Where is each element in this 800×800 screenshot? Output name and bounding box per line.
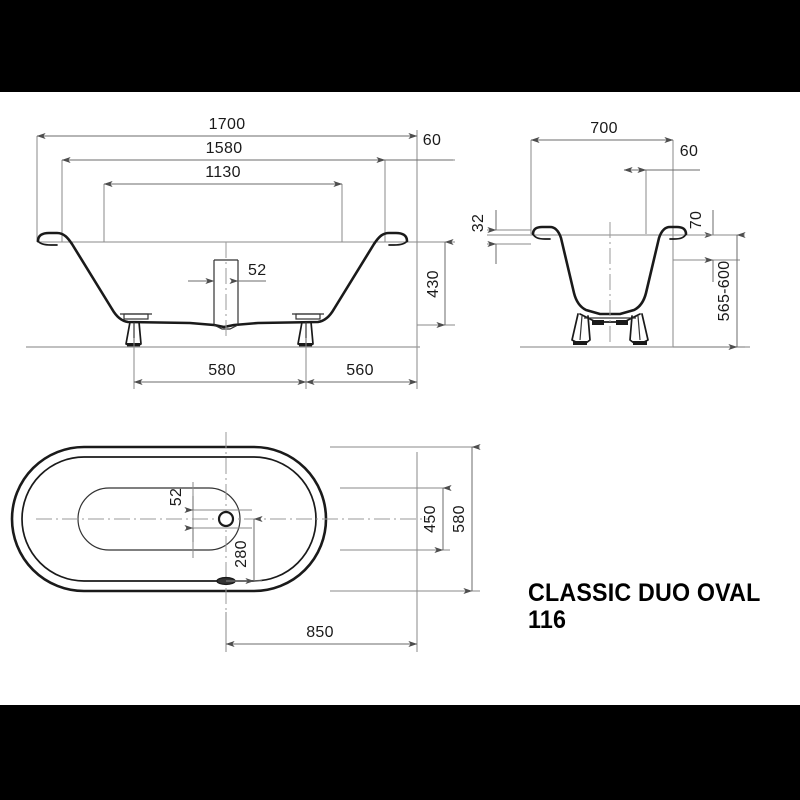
dimension-label-280: 280 [233, 540, 250, 568]
dimension-label-52-plan: 52 [168, 488, 185, 506]
dimension-70: 70 [688, 210, 714, 282]
product-name: CLASSIC DUO OVAL [528, 579, 761, 607]
dimension-32: 32 [470, 210, 497, 264]
dimension-label-450: 450 [422, 505, 439, 533]
dimension-430: 430 [417, 239, 455, 328]
plan-waste-outlet [217, 510, 235, 528]
dimension-label-52-front: 52 [248, 262, 266, 279]
model-number: 116 [528, 606, 567, 635]
dimension-label-700: 700 [590, 120, 618, 137]
plan-basin [77, 487, 241, 551]
plan-extension-lines [225, 446, 480, 652]
dimension-label-70: 70 [688, 211, 705, 229]
plan-outer-rim [10, 445, 328, 593]
dimension-1700: 1700 [36, 116, 418, 139]
title-block: CLASSIC DUO OVAL 116 [528, 579, 794, 635]
dimension-580-plan: 580 [451, 444, 481, 594]
dimension-850: 850 [225, 624, 418, 647]
dimension-450: 450 [422, 485, 452, 553]
side-elevation-view: 700 60 32 70 [470, 120, 750, 350]
front-right-leg [292, 313, 324, 347]
side-extension-lines [487, 140, 745, 347]
dimension-580-560: 580 560 [133, 338, 418, 389]
front-left-leg [120, 313, 152, 347]
dimension-label-1130: 1130 [205, 164, 241, 181]
bottom-black-band [0, 705, 800, 800]
dimension-label-580-plan: 580 [451, 505, 468, 533]
dimension-label-565-600: 565-600 [716, 261, 733, 322]
dimension-280: 280 [226, 516, 263, 584]
dimension-label-1700: 1700 [209, 116, 246, 133]
top-black-band [0, 0, 800, 92]
dimension-label-60-side: 60 [680, 143, 698, 160]
dimension-60-front: 60 [385, 132, 453, 161]
dimension-label-60-front: 60 [423, 132, 441, 149]
dimension-1580: 1580 [61, 140, 386, 163]
dimension-label-560-front: 560 [346, 362, 374, 379]
front-extension-lines [36, 130, 455, 364]
dimension-label-32: 32 [470, 214, 487, 232]
dimension-label-1580: 1580 [206, 140, 243, 157]
dimension-60-side: 60 [623, 143, 700, 173]
front-waste-detail: 52 [188, 242, 266, 338]
dimension-1130: 1130 [103, 164, 343, 187]
dimension-label-850: 850 [306, 624, 334, 641]
dimension-label-580-front: 580 [208, 362, 236, 379]
plan-view: 52 280 450 [10, 432, 481, 652]
dimension-700: 700 [530, 120, 674, 143]
side-tub-outline [487, 225, 745, 316]
technical-drawing-svg: .dl{stroke:#6b6b6b;stroke-width:1;fill:n… [10, 116, 750, 652]
dimension-label-430: 430 [425, 270, 442, 298]
side-leg-frame [571, 313, 649, 345]
dimension-52-plan: 52 [168, 482, 252, 558]
dimension-565-600: 565-600 [673, 232, 746, 350]
drawing-canvas: .dl{stroke:#6b6b6b;stroke-width:1;fill:n… [0, 92, 800, 705]
front-elevation-view: 1700 1580 60 1130 [26, 116, 455, 389]
